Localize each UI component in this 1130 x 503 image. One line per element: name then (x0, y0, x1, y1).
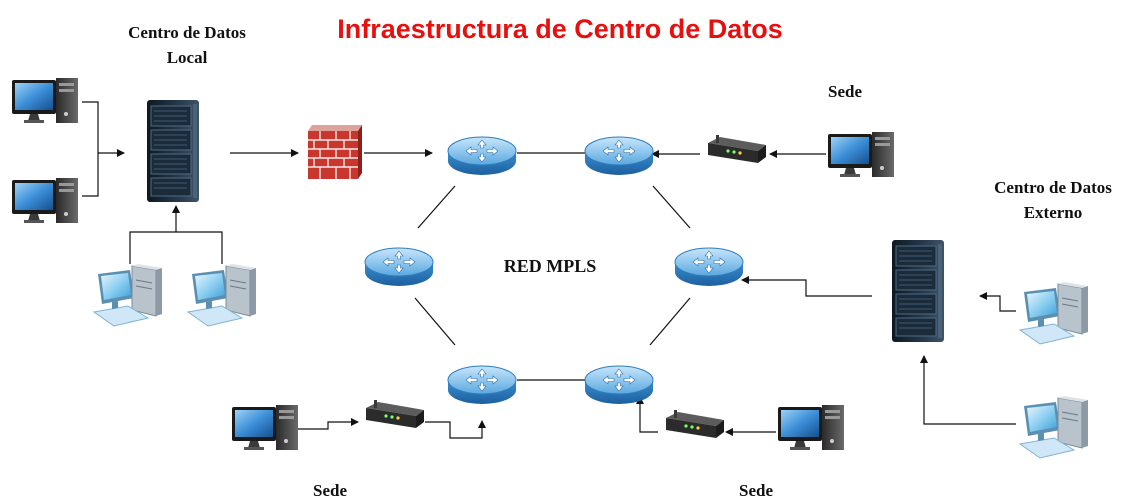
network-label: RED MPLS (503, 256, 597, 276)
monitor-pc-icon (828, 132, 894, 177)
local-dc-label-line2: Local (166, 48, 208, 67)
monitor-pc-icon (778, 405, 844, 450)
link-ws-to-ext-rack (979, 292, 1016, 312)
site-top-right-label: Sede (828, 82, 862, 101)
diagram-title: Infraestructura de Centro de Datos (337, 14, 783, 44)
workstation-icon (93, 263, 163, 327)
link-site-bl-to-modem (298, 418, 359, 430)
router-icon (447, 365, 517, 405)
link-modem-to-router-br (636, 396, 658, 433)
monitor-pc-icon (12, 178, 78, 223)
workstation-icon (1019, 281, 1089, 345)
firewall-icon (307, 124, 363, 180)
mpls-edge-top-left (417, 185, 456, 229)
monitor-pc-icon (232, 405, 298, 450)
router-icon (584, 136, 654, 176)
mpls-edge-top-right (652, 185, 691, 229)
router-icon (447, 136, 517, 176)
external-dc-label: Centro de Datos Externo (958, 175, 1130, 225)
workstation-icon (187, 263, 257, 327)
modem-icon (366, 400, 424, 428)
router-icon (584, 365, 654, 405)
mpls-edge-bottom-right (649, 297, 691, 346)
modem-icon (708, 135, 766, 163)
local-dc-label: Centro de Datos Local (92, 20, 282, 70)
link-modem-to-router-bl (425, 420, 486, 439)
server-rack-icon (891, 239, 945, 343)
server-rack-icon (146, 99, 200, 203)
router-icon (674, 247, 744, 287)
site-bottom-left-label: Sede (313, 481, 347, 500)
link-pcs-bracket (82, 101, 99, 197)
mpls-edge-bottom-left (414, 297, 456, 346)
external-dc-label-line2: Externo (1023, 203, 1083, 222)
router-icon (364, 247, 434, 287)
local-dc-label-line1: Centro de Datos (128, 23, 246, 42)
link-ws-bracket (129, 231, 223, 264)
connectors (82, 101, 1016, 439)
link-ext-rack-to-router (741, 276, 872, 297)
external-dc-label-line1: Centro de Datos (994, 178, 1112, 197)
link-ws2-to-ext-rack (920, 355, 1016, 425)
workstation-icon (1019, 395, 1089, 459)
modem-icon (666, 410, 724, 438)
site-bottom-right-label: Sede (739, 481, 773, 500)
monitor-pc-icon (12, 78, 78, 123)
